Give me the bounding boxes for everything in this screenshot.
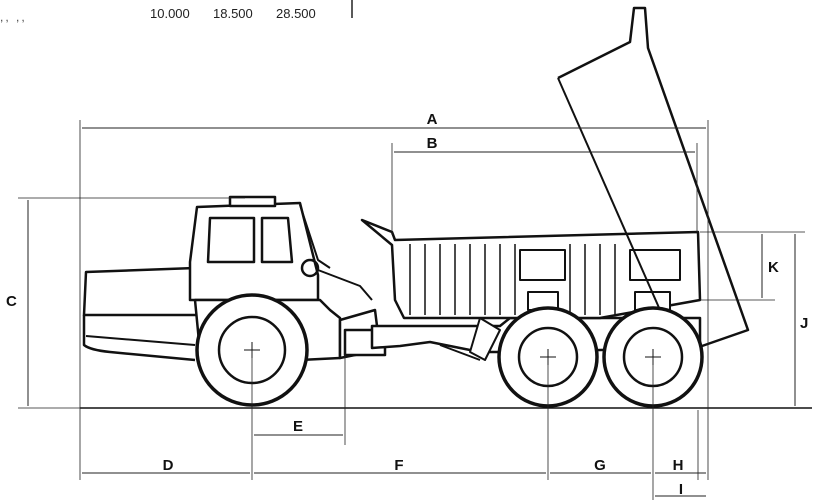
cab-mirror (299, 204, 331, 269)
dimension-lines (18, 120, 805, 500)
body-panel-3 (629, 249, 681, 281)
dim-label-G: G (594, 457, 606, 474)
engine-hood (82, 266, 200, 317)
hydraulic-rod (439, 344, 481, 361)
front-lower-line (85, 335, 196, 346)
header-value-1: 10.000 (150, 6, 190, 21)
dim-label-E: E (293, 418, 303, 435)
cab-window-front (206, 216, 256, 264)
header-marks: ,, ,, (0, 10, 27, 24)
dim-label-D: D (163, 457, 174, 474)
dim-label-C: C (6, 293, 17, 310)
truck-drawing (80, 6, 812, 409)
header-value-3: 28.500 (276, 6, 316, 21)
dim-label-A: A (427, 111, 438, 128)
dim-label-K: K (768, 259, 779, 276)
cab-window-side (260, 216, 294, 264)
dim-label-F: F (394, 457, 403, 474)
dim-label-I: I (679, 481, 683, 498)
dump-body-raised-floor (557, 77, 661, 311)
dump-body-ribs (409, 244, 616, 315)
header-value-2: 18.500 (213, 6, 253, 21)
cab-lamp (300, 258, 320, 278)
steps (317, 269, 373, 301)
cab-roof (228, 195, 277, 208)
dim-label-B: B (427, 135, 438, 152)
body-panel-1 (519, 249, 566, 281)
dim-label-J: J (800, 315, 808, 332)
dim-label-H: H (673, 457, 684, 474)
front-bumper (82, 315, 196, 362)
hydraulic-cylinder (469, 317, 501, 361)
dump-body-raised (557, 6, 750, 348)
